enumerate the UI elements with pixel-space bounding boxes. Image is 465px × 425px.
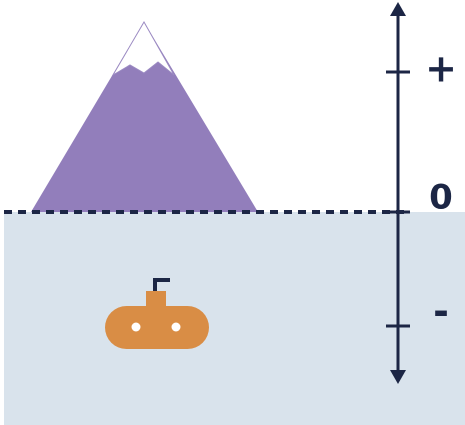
mountain-icon [31, 20, 258, 212]
mountain-body [31, 22, 258, 212]
mountain-snowcap [111, 20, 175, 77]
submarine-tower [146, 291, 166, 309]
negative-label: - [433, 290, 449, 334]
zero-label: 0 [429, 178, 453, 218]
positive-label: + [425, 47, 457, 91]
submarine-hull [105, 306, 209, 349]
water-region [4, 212, 465, 425]
up-arrowhead [390, 2, 406, 16]
submarine-porthole [171, 322, 181, 332]
submarine-periscope [153, 278, 170, 294]
submarine-icon [105, 278, 209, 349]
submarine-porthole [131, 322, 141, 332]
down-arrowhead [390, 370, 406, 384]
